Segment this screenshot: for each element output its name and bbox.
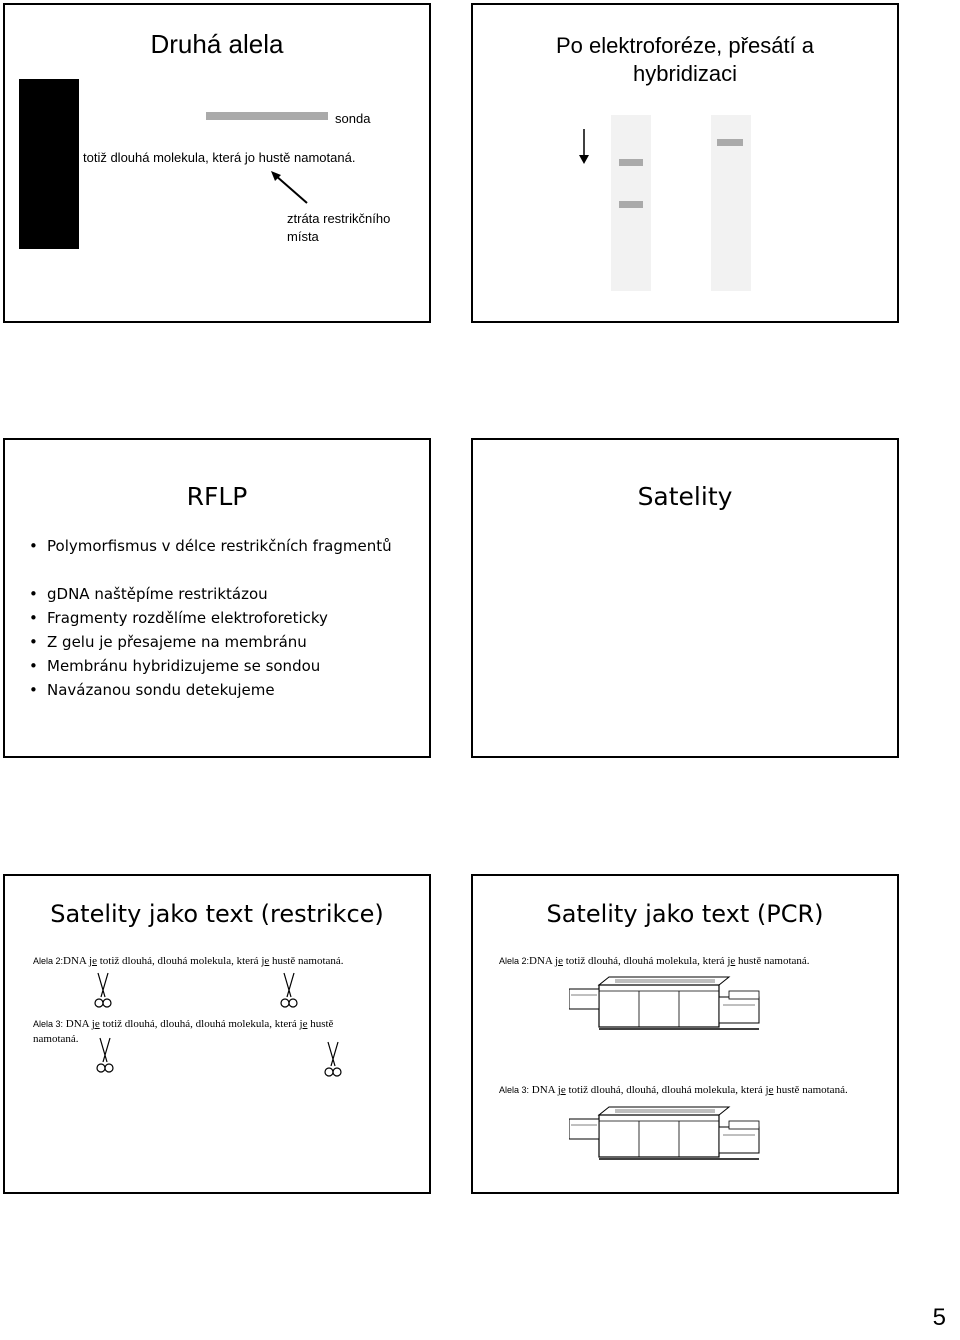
allele-text-part: hustě namotaná. (269, 955, 343, 967)
scissors-icon (95, 1036, 115, 1076)
allele-text-part: hustě namotaná. (735, 955, 809, 967)
molecule-text: totiž dlouhá molekula, která jo hustě na… (83, 150, 355, 165)
allele-text-part: DNA (529, 955, 555, 967)
allele-text-part: DNA (63, 955, 89, 967)
gel-lane-1 (611, 115, 651, 291)
scissors-icon (93, 971, 113, 1011)
allele-prefix: Alela 2: (499, 956, 529, 966)
allele-text-part: DNA (63, 1018, 92, 1030)
slide-rflp: RFLP Polymorfismus v délce restrikčních … (3, 438, 431, 758)
black-dna-block (19, 79, 79, 249)
pcr-machine-icon (569, 1101, 769, 1163)
slide-title-line2: hybridizaci (473, 61, 897, 87)
page-number: 5 (933, 1304, 946, 1332)
allele-prefix: Alela 3: (499, 1085, 529, 1095)
allele-text-part: je (555, 955, 563, 967)
slide-title: RFLP (5, 482, 429, 511)
allele-text-part: totiž dlouhá, dlouhá, dlouhá molekula, k… (100, 1018, 300, 1030)
slide-druha-alela: Druhá alela sonda totiž dlouhá molekula,… (3, 3, 431, 323)
slide-title: Satelity (473, 482, 897, 511)
slide-title: Satelity jako text (PCR) (473, 900, 897, 928)
allele-text-part: totiž dlouhá, dlouhá molekula, která (563, 955, 727, 967)
allele-text-part: DNA (529, 1084, 558, 1096)
pointer-arrow-icon (267, 169, 313, 209)
allele-text-part: hustě (307, 1018, 333, 1030)
allele-3-text: Alela 3: DNA je totiž dlouhá, dlouhá, dl… (33, 1018, 333, 1030)
allele-3-text-line2: namotaná. (33, 1033, 79, 1045)
allele-3-text: Alela 3: DNA je totiž dlouhá, dlouhá, dl… (499, 1084, 848, 1096)
probe-label: sonda (335, 111, 370, 126)
allele-text-part: je (92, 1018, 100, 1030)
bullet-item: Polymorfismus v délce restrikčních fragm… (29, 534, 392, 558)
band (717, 139, 743, 146)
bullet-item: Membránu hybridizujeme se sondou (29, 654, 392, 678)
allele-2-text: Alela 2:DNA je totiž dlouhá, dlouhá mole… (499, 955, 810, 967)
slide-satelity: Satelity (471, 438, 899, 758)
band (619, 159, 643, 166)
down-arrow-icon (577, 129, 591, 165)
allele-prefix: Alela 3: (33, 1019, 63, 1029)
bullet-item: gDNA naštěpíme restriktázou (29, 582, 392, 606)
gel-lane-2 (711, 115, 751, 291)
bullet-list: Polymorfismus v délce restrikčních fragm… (29, 534, 392, 702)
allele-text-part: totiž dlouhá, dlouhá molekula, která (97, 955, 261, 967)
allele-text-part: je (89, 955, 97, 967)
slide-title-line1: Po elektroforéze, přesátí a (473, 33, 897, 59)
slide-satelity-restrikce: Satelity jako text (restrikce) Alela 2:D… (3, 874, 431, 1194)
allele-text-part: je (558, 1084, 566, 1096)
slide-title: Druhá alela (5, 29, 429, 60)
allele-text-part: hustě namotaná. (773, 1084, 847, 1096)
band (619, 201, 643, 208)
pcr-machine-icon (569, 971, 769, 1033)
bullet-item: Z gelu je přesajeme na membránu (29, 630, 392, 654)
slide-po-elektroforeze: Po elektroforéze, přesátí a hybridizaci (471, 3, 899, 323)
slide-satelity-pcr: Satelity jako text (PCR) Alela 2:DNA je … (471, 874, 899, 1194)
bullet-item: Navázanou sondu detekujeme (29, 678, 392, 702)
restriction-loss-label-1: ztráta restrikčního (287, 211, 390, 226)
scissors-icon (323, 1040, 343, 1080)
restriction-loss-label-2: místa (287, 229, 319, 244)
bullet-item: Fragmenty rozdělíme elektroforeticky (29, 606, 392, 630)
probe-bar (206, 112, 328, 120)
allele-text-part: totiž dlouhá, dlouhá, dlouhá molekula, k… (566, 1084, 766, 1096)
allele-prefix: Alela 2: (33, 956, 63, 966)
slide-title: Satelity jako text (restrikce) (5, 900, 429, 928)
allele-2-text: Alela 2:DNA je totiž dlouhá, dlouhá mole… (33, 955, 344, 967)
scissors-icon (279, 971, 299, 1011)
